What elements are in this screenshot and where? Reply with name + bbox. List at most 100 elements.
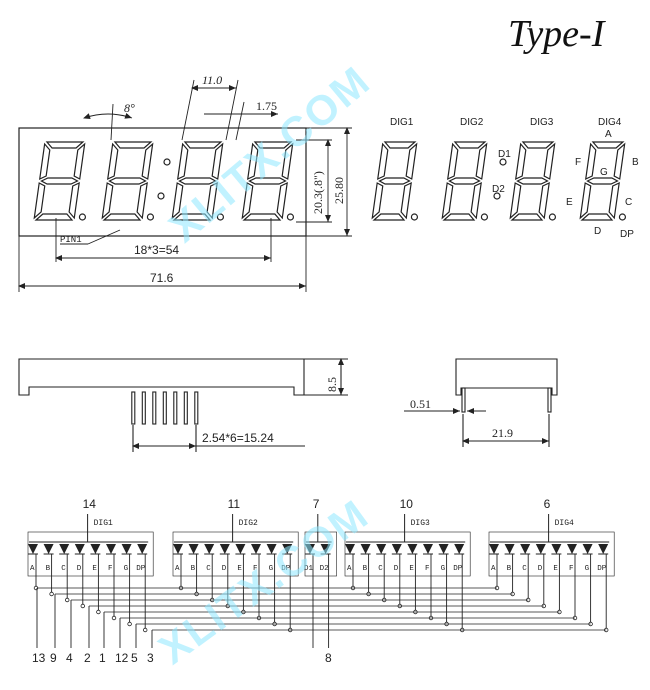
front-digit-2-segment-c [136,181,148,220]
label-digit-2-segment-c [470,181,482,220]
side-pin-2 [141,391,146,425]
side-pin-1 [131,391,136,425]
segment-label-a: A [491,565,496,573]
front-digit-1-segment-e [33,182,46,220]
diode-a [28,544,38,554]
group-name: DIG3 [411,519,430,528]
label-digit-1-dp [410,213,419,221]
segment-label-a: A [175,565,180,573]
front-digit-2-segment-a [113,141,153,149]
label-digit-3-segment-e [509,182,522,220]
bottom-pin-number: 12 [115,651,129,665]
segment-label-e: E [553,565,558,573]
front-digit-4-segment-e [241,182,254,220]
label-digit-3-segment-b [543,142,556,180]
label-digit-3 [509,141,557,221]
segment-label-g: G [269,565,274,573]
segment-label-d: D [394,565,399,573]
front-view [18,127,307,237]
front-digit-1-segment-d [34,213,74,221]
label-digit-2-segment-a [453,141,487,149]
front-digit-1 [33,141,87,221]
dig4-label: DIG4 [598,117,622,128]
label-digit-4 [579,141,627,221]
diode-e [551,544,562,554]
diode-b [43,544,54,554]
label-digit-3-segment-a [521,141,555,149]
front-digit-3-segment-b [211,142,224,180]
side-pin-6 [183,391,188,425]
side-height-label: 8.5 [325,377,339,392]
segment-label-d1: D1 [304,565,314,573]
seg-width-label: 11.0 [202,73,222,87]
total-height-label: 25.80 [332,177,346,204]
front-digit-4-segment-g [248,177,287,185]
label-digit-4-segment-e [579,182,592,220]
diode-d [74,544,85,554]
segment-label-c: C [206,565,211,573]
label-digit-4-segment-c [608,181,620,220]
side-pins [131,391,199,425]
front-digit-2-segment-d [102,213,142,221]
diode-g [121,544,132,554]
front-digit-1-segment-c [68,181,80,220]
diode-dp [454,544,465,554]
dig3-label: DIG3 [530,117,554,128]
front-digit-4-segment-a [253,141,293,149]
segment-label-g: G [441,565,446,573]
lead-thickness-label: 0.51 [410,397,431,411]
label-colon-upper [499,158,507,166]
segment-label-b: B [363,565,368,573]
junction-dot [80,603,85,609]
junction-dot [127,621,132,627]
label-digit-3-segment-g [516,177,549,185]
end-lead-right [547,387,552,413]
bottom-pin-number: 1 [99,651,106,665]
diode-c [376,544,387,554]
front-dimensions [18,79,352,292]
diode-e [90,544,101,554]
label-digit-1-segment-g [378,177,411,185]
front-digit-4-segment-b [281,142,294,180]
label-digit-2-segment-b [475,142,488,180]
angle-label: 8° [124,101,135,115]
segment-label-f: F [569,565,574,573]
front-colon-lower [157,192,165,200]
label-digit-3-segment-f [514,142,527,181]
pin-pitch-label: 2.54*6=15.24 [202,431,274,445]
front-digit-1-segment-g [40,177,79,185]
diode-f [106,544,116,554]
segment-label-f: F [425,565,430,573]
seg-width-ext-right [225,79,239,141]
segment-b-label: B [632,157,639,168]
side-pin-5 [173,391,178,425]
label-digit-1 [371,141,419,221]
pin1-label: PIN1 [60,235,82,245]
segment-label-g: G [124,565,129,573]
front-digit-4-dp [286,213,295,221]
diode-g [438,544,449,554]
diode-d2 [320,544,331,554]
diode-e [235,544,246,554]
segment-g-label: G [600,167,608,178]
dig1-label: DIG1 [390,117,414,128]
segment-label-d: D [538,565,543,573]
front-digit-2-segment-e [101,182,114,220]
diode-f [567,544,577,554]
bottom-pin-number: 4 [66,651,73,665]
segment-label-c: C [522,565,527,573]
segment-label-dp: DP [453,565,463,573]
label-digit-2-segment-f [446,142,459,181]
seg-gap-label: 1.75 [256,99,277,113]
front-digit-3-segment-a [183,141,223,149]
label-digit-4-dp [618,213,627,221]
angle-ref-line [110,103,114,141]
diode-c [520,544,531,554]
diode-c [204,544,215,554]
front-digit-1-dp [78,213,87,221]
